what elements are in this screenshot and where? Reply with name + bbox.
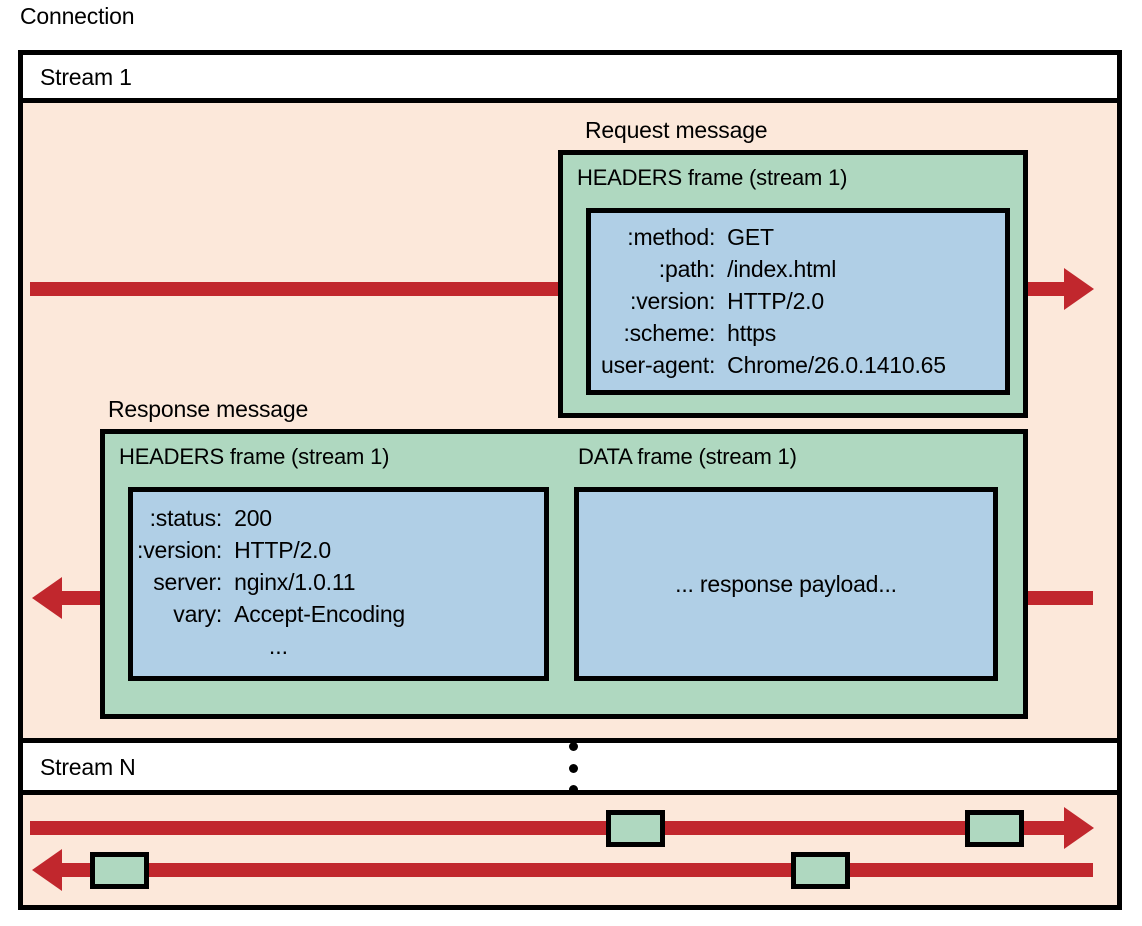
response-headers-frame-title: HEADERS frame (stream 1): [119, 444, 390, 469]
response-header-list: :status: 200 :version: HTTP/2.0 server: …: [137, 502, 405, 630]
stream-n-frame-block: [791, 852, 850, 889]
header-value: https: [727, 320, 777, 346]
header-key: :version:: [137, 537, 223, 563]
header-key: server:: [153, 569, 223, 595]
stream-1-label: Stream 1: [40, 63, 132, 90]
stream-n-outbound-arrow-shaft: [30, 821, 1065, 835]
header-row: :version: HTTP/2.0: [601, 285, 946, 317]
header-key: :path:: [658, 256, 716, 282]
vertical-ellipsis-icon: [566, 742, 580, 794]
header-value: nginx/1.0.11: [234, 569, 356, 595]
stream-n-frame-block: [606, 810, 665, 847]
request-arrow-head-icon: [1064, 268, 1094, 310]
response-message-caption: Response message: [108, 396, 309, 422]
header-value: Accept-Encoding: [234, 601, 406, 627]
header-row: :path: /index.html: [601, 253, 946, 285]
header-value: /index.html: [727, 256, 837, 282]
header-row: vary: Accept-Encoding: [137, 598, 405, 630]
header-key: :method:: [627, 224, 716, 250]
stream-n-inbound-arrow-shaft: [62, 863, 1093, 877]
header-row: :method: GET: [601, 221, 946, 253]
header-row: user-agent: Chrome/26.0.1410.65: [601, 349, 946, 381]
header-value: Chrome/26.0.1410.65: [727, 352, 946, 378]
request-header-list: :method: GET :path: /index.html :version…: [601, 221, 946, 381]
request-headers-payload-box: :method: GET :path: /index.html :version…: [586, 208, 1010, 395]
stream-n-label: Stream N: [40, 753, 136, 780]
stream-1-header-band: Stream 1: [23, 55, 1117, 103]
ellipsis-dot: [568, 742, 578, 751]
response-data-frame-title: DATA frame (stream 1): [578, 444, 797, 469]
request-message-caption: Request message: [585, 117, 768, 143]
response-message-box: HEADERS frame (stream 1) :status: 200 :v…: [100, 429, 1028, 719]
header-key: :scheme:: [623, 320, 716, 346]
response-header-continuation: ...: [268, 633, 289, 659]
header-key: vary:: [173, 601, 223, 627]
header-value: HTTP/2.0: [234, 537, 331, 563]
response-data-payload-box: ... response payload...: [574, 487, 998, 681]
stream-n-inbound-arrow-head-icon: [32, 849, 62, 891]
response-headers-payload-box: :status: 200 :version: HTTP/2.0 server: …: [128, 487, 549, 681]
response-data-frame: DATA frame (stream 1) ... response paylo…: [564, 434, 1023, 714]
response-headers-frame: HEADERS frame (stream 1) :status: 200 :v…: [105, 434, 564, 714]
header-row: :version: HTTP/2.0: [137, 534, 405, 566]
response-arrow-head-icon: [32, 577, 62, 619]
stream-n-outbound-arrow-head-icon: [1064, 807, 1094, 849]
response-payload-text: ... response payload...: [675, 571, 897, 597]
request-message-box: HEADERS frame (stream 1) :method: GET :p…: [558, 150, 1028, 418]
connection-label: Connection: [20, 3, 135, 29]
request-headers-frame: HEADERS frame (stream 1) :method: GET :p…: [563, 155, 1023, 395]
stream-n-frame-block: [90, 852, 149, 889]
header-row: :status: 200: [137, 502, 405, 534]
ellipsis-dot: [568, 763, 578, 773]
header-key: :version:: [630, 288, 716, 314]
stream-n-frame-block: [965, 810, 1024, 847]
header-value: GET: [727, 224, 774, 250]
header-key: :status:: [149, 505, 223, 531]
header-value: 200: [234, 505, 272, 531]
request-headers-frame-title: HEADERS frame (stream 1): [577, 165, 848, 190]
header-row: server: nginx/1.0.11: [137, 566, 405, 598]
header-row: :scheme: https: [601, 317, 946, 349]
header-value: HTTP/2.0: [727, 288, 824, 314]
ellipsis-dot: [568, 785, 578, 794]
header-key: user-agent:: [601, 352, 716, 378]
